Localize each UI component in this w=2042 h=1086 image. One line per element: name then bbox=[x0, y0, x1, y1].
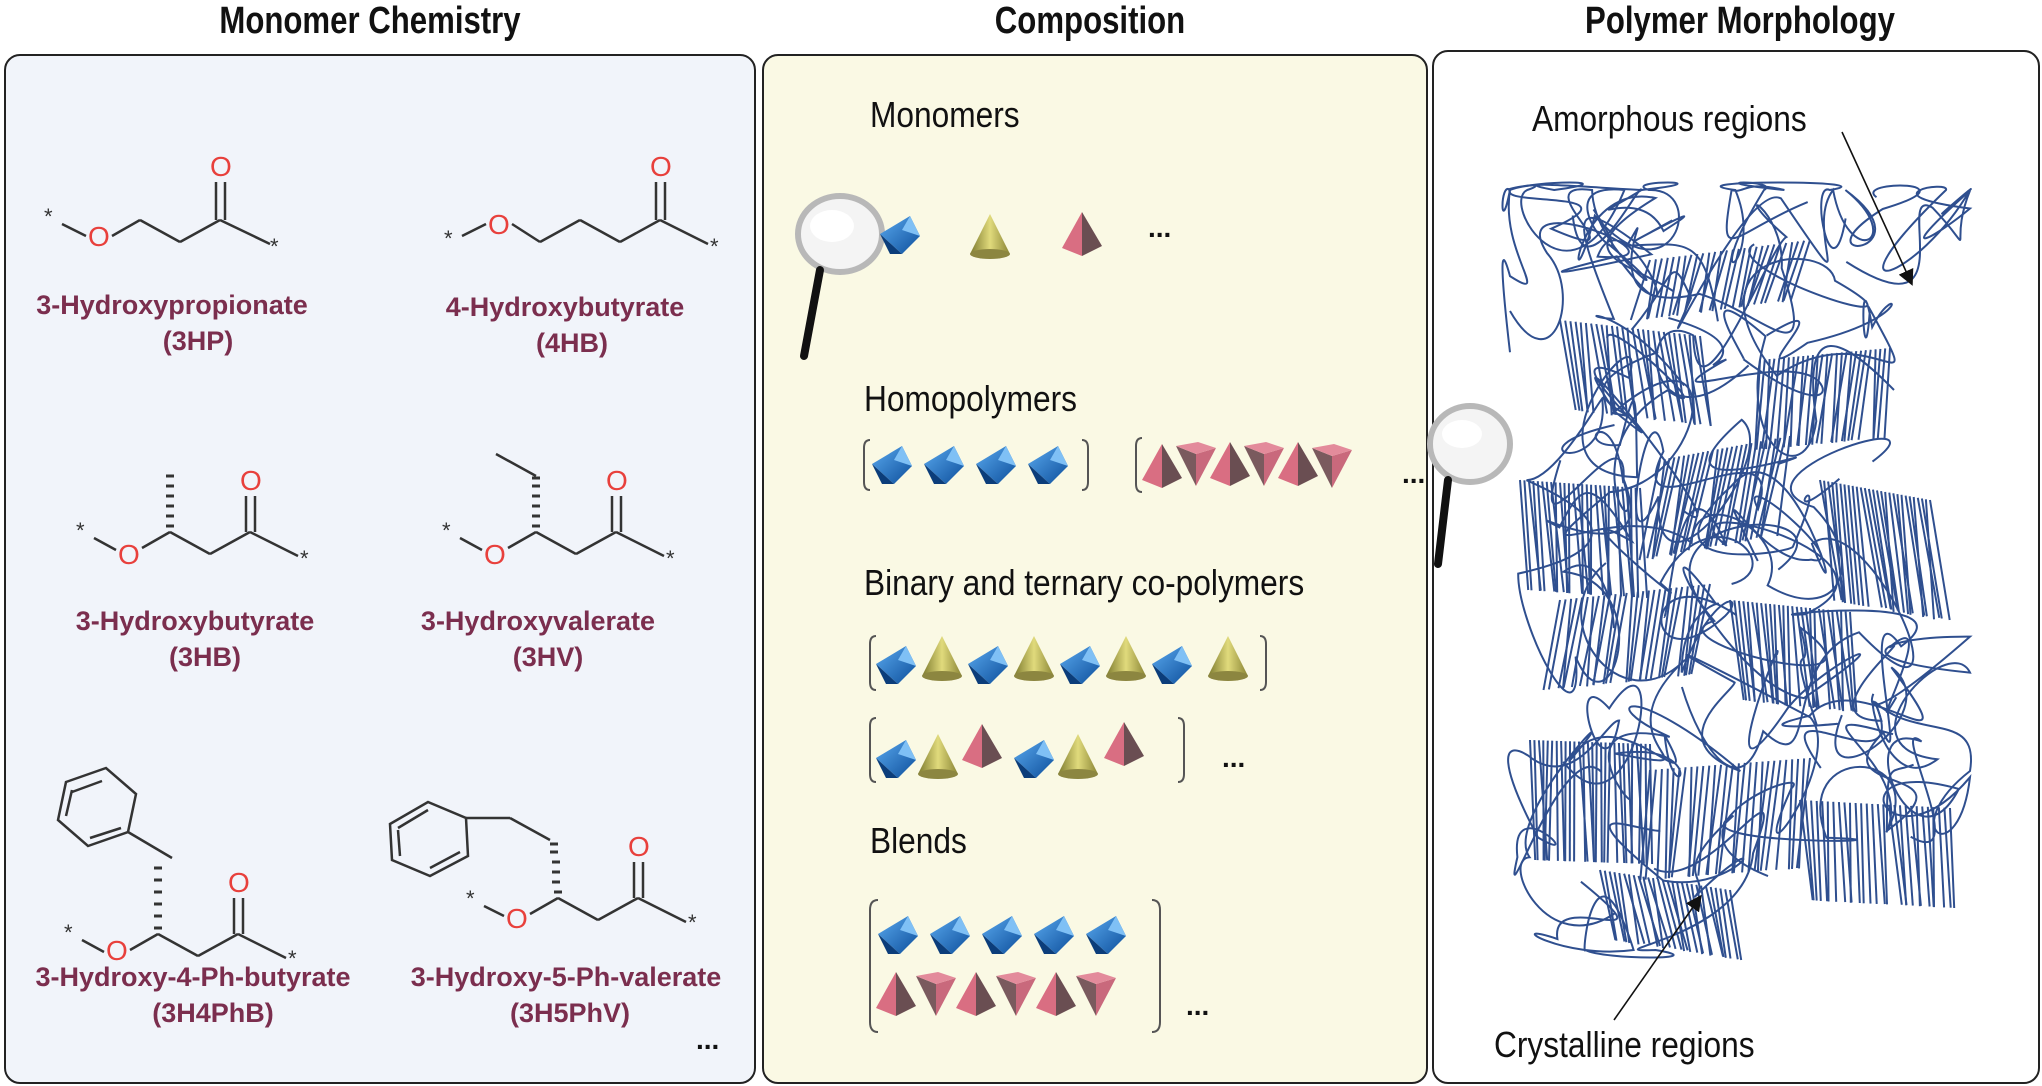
amorphous-chain bbox=[1660, 566, 1862, 750]
wildcard-text: * bbox=[688, 910, 697, 935]
monomer-abbr-3hb: (3HB) bbox=[169, 642, 241, 672]
monomer-abbr-3h5phv: (3H5PhV) bbox=[509, 998, 631, 1028]
amorphous-chain bbox=[1803, 701, 1973, 844]
crystalline-lamella bbox=[1754, 347, 1891, 451]
wildcard-text: * bbox=[270, 234, 279, 259]
crystalline-lamella bbox=[1638, 435, 1791, 561]
molecule-3hv-structure: * O O * bbox=[442, 452, 675, 571]
monomer-name-3h4phb: 3-Hydroxy-4-Ph-butyrate bbox=[35, 962, 351, 992]
oxygen-text: O bbox=[228, 867, 250, 898]
oxygen-text: O bbox=[628, 831, 650, 862]
wildcard-text: * bbox=[442, 518, 451, 543]
homopolymers-more-ellipsis: ... bbox=[1402, 458, 1426, 489]
monomer-shapes-row bbox=[880, 212, 1102, 259]
monomer-abbr-3hp: (3HP) bbox=[162, 326, 234, 356]
wildcard-text: * bbox=[710, 234, 719, 259]
molecule-3h5phv-structure: * O O * bbox=[388, 800, 697, 935]
monomer-name-3h5phv: 3-Hydroxy-5-Ph-valerate bbox=[410, 962, 722, 992]
crystalline-lamella bbox=[1542, 583, 1711, 691]
monomers-more-ellipsis: ... bbox=[1148, 212, 1172, 243]
copolymer-binary-chain bbox=[869, 635, 1267, 691]
red-pyramid bbox=[1062, 212, 1102, 256]
monomer-abbr-3h4phb: (3H4PhB) bbox=[152, 998, 274, 1028]
crystalline-lamella bbox=[1639, 757, 1811, 881]
oxygen-text: O bbox=[210, 151, 232, 182]
copolymer-ternary-chain bbox=[869, 717, 1185, 783]
monomer-name-3hp: 3-Hydroxypropionate bbox=[36, 290, 308, 320]
amorphous-regions-label: Amorphous regions bbox=[1532, 98, 1807, 139]
polymer-chain-tangle bbox=[1501, 181, 1973, 961]
amorphous-chain bbox=[1719, 181, 1847, 264]
blue-tetrahedron bbox=[880, 216, 920, 254]
copolymers-more-ellipsis: ... bbox=[1222, 742, 1246, 773]
amorphous-chain bbox=[1662, 508, 1918, 833]
crystalline-lamella bbox=[1599, 869, 1743, 961]
magnifier-icon bbox=[795, 193, 885, 360]
polymer-morphology-panel bbox=[1432, 50, 2040, 1084]
amorphous-chain bbox=[1517, 396, 1621, 694]
crystalline-regions-label: Crystalline regions bbox=[1494, 1024, 1755, 1065]
oxygen-text: O bbox=[506, 903, 528, 934]
crystalline-lamella bbox=[1629, 239, 1811, 321]
molecule-4hb-structure: * O O * bbox=[444, 151, 719, 259]
amorphous-chain bbox=[1845, 185, 1973, 285]
composition-copolymers-label: Binary and ternary co-polymers bbox=[864, 562, 1305, 603]
amorphous-chain bbox=[1635, 418, 1823, 562]
oxygen-text: O bbox=[650, 151, 672, 182]
blend-chains bbox=[869, 899, 1161, 1033]
monomer-name-3hv: 3-Hydroxyvalerate bbox=[420, 606, 656, 636]
amorphous-chain bbox=[1564, 351, 1891, 600]
monomer-name-3hb: 3-Hydroxybutyrate bbox=[75, 606, 315, 636]
polymer-morphology-title: Polymer Morphology bbox=[1585, 0, 1895, 42]
monomer-more-ellipsis: ... bbox=[696, 1024, 720, 1055]
monomer-abbr-3hv: (3HV) bbox=[512, 642, 584, 672]
crystalline-lamella bbox=[1729, 599, 1858, 713]
crystalline-lamella bbox=[1519, 479, 1649, 599]
amorphous-chain bbox=[1507, 184, 1648, 282]
amorphous-chain bbox=[1507, 684, 1643, 876]
monomer-chemistry-title: Monomer Chemistry bbox=[219, 0, 521, 42]
monomer-abbr-4hb: (4HB) bbox=[536, 328, 608, 358]
composition-monomers-label: Monomers bbox=[870, 94, 1020, 135]
amorphous-chain bbox=[1577, 181, 1686, 292]
amorphous-arrow bbox=[1841, 131, 1914, 286]
crystalline-lamella bbox=[1559, 319, 1712, 427]
amorphous-chain bbox=[1852, 635, 1973, 769]
wildcard-text: * bbox=[444, 226, 453, 251]
oxygen-text: O bbox=[88, 221, 110, 252]
wildcard-text: * bbox=[300, 546, 309, 571]
blends-more-ellipsis: ... bbox=[1186, 990, 1210, 1021]
composition-homopolymers-label: Homopolymers bbox=[864, 378, 1078, 419]
crystalline-lamella bbox=[1819, 479, 1951, 621]
oxygen-text: O bbox=[488, 209, 510, 240]
composition-title: Composition bbox=[994, 0, 1186, 42]
crystalline-lamella bbox=[1529, 739, 1654, 865]
oxygen-text: O bbox=[606, 465, 628, 496]
homopolymer-blue-chain bbox=[863, 439, 1089, 491]
composition-blends-label: Blends bbox=[870, 820, 967, 861]
molecule-3hb-structure: * O O * bbox=[76, 465, 309, 571]
amorphous-chain bbox=[1680, 471, 1915, 769]
homopolymer-red-chain bbox=[1135, 437, 1352, 493]
oxygen-text: O bbox=[240, 465, 262, 496]
wildcard-text: * bbox=[76, 518, 85, 543]
amorphous-chain bbox=[1668, 309, 1895, 457]
wildcard-text: * bbox=[64, 920, 73, 945]
monomer-name-4hb: 4-Hydroxybutyrate bbox=[445, 292, 685, 322]
olive-cone bbox=[970, 214, 1010, 259]
oxygen-text: O bbox=[118, 539, 140, 570]
wildcard-text: * bbox=[288, 946, 297, 971]
wildcard-text: * bbox=[666, 546, 675, 571]
pointer-arrows bbox=[1613, 131, 1914, 1021]
crystalline-lamella bbox=[1799, 799, 1956, 909]
oxygen-text: O bbox=[106, 935, 128, 966]
molecule-3h4phb-structure: * O O * bbox=[56, 766, 297, 971]
wildcard-text: * bbox=[466, 886, 475, 911]
oxygen-text: O bbox=[484, 539, 506, 570]
molecule-3hp-structure: * O O * bbox=[44, 151, 279, 259]
amorphous-chain bbox=[1742, 243, 1896, 378]
wildcard-text: * bbox=[44, 204, 53, 229]
crystalline-arrow bbox=[1613, 894, 1702, 1021]
magnifier-icon bbox=[1427, 403, 1513, 568]
